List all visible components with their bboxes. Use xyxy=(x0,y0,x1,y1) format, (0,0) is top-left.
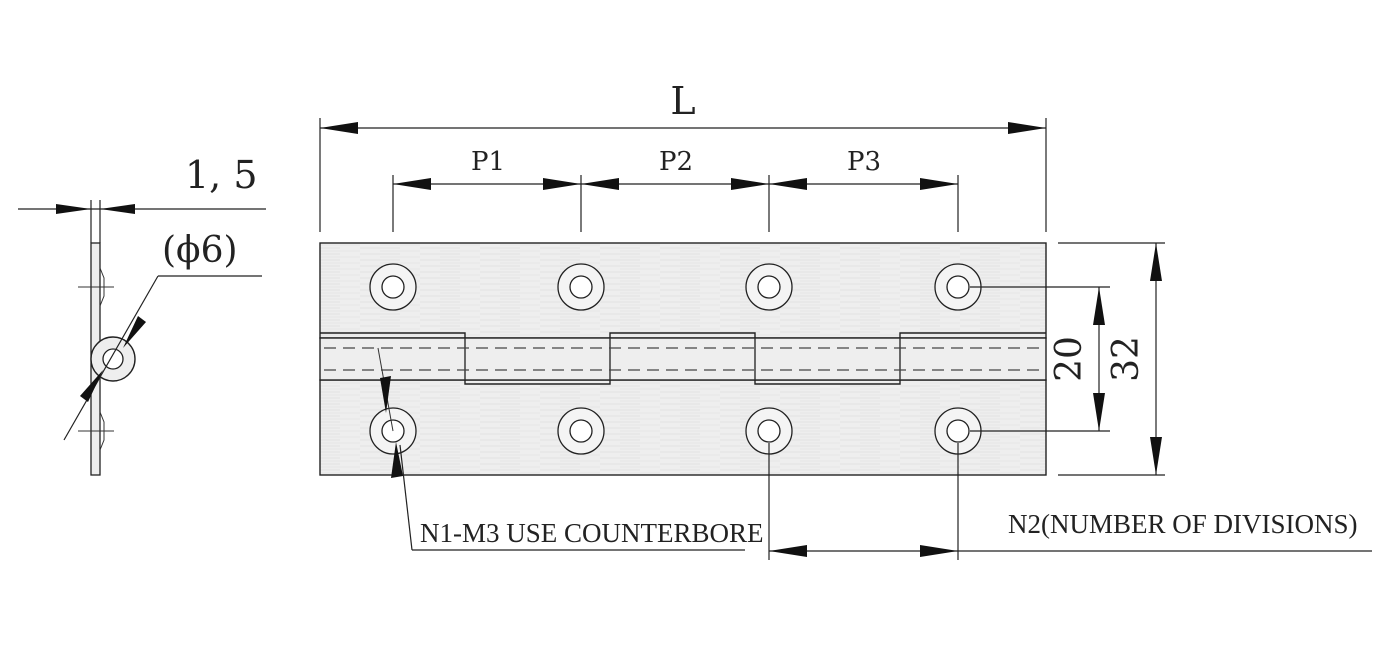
divisions-dimension: N2(NUMBER OF DIVISIONS) xyxy=(768,443,1372,560)
p1-arrow-left xyxy=(393,178,431,190)
pin-note-arrow xyxy=(380,376,391,413)
diameter-arrow-upper xyxy=(123,316,146,348)
p2-arrow-left xyxy=(581,178,619,190)
p2-arrow-right xyxy=(731,178,769,190)
pin-diameter-label: (ϕ6) xyxy=(162,230,238,271)
pitch-2-label: P2 xyxy=(659,147,693,177)
p3-arrow-left xyxy=(769,178,807,190)
length-label: L xyxy=(670,79,695,123)
divisions-arrow-left xyxy=(769,545,807,557)
pitch-3-label: P3 xyxy=(847,147,881,177)
front-view xyxy=(319,242,1047,476)
length-arrow-left xyxy=(320,122,358,134)
p1-arrow-right xyxy=(543,178,581,190)
divisions-arrow-right xyxy=(920,545,958,557)
hole-note-arrow xyxy=(391,442,403,478)
leaf-width-arrow-bottom xyxy=(1093,393,1105,431)
hole-note-label: N1-M3 USE COUNTERBORE xyxy=(420,518,764,548)
upper-hole-1 xyxy=(369,263,417,311)
pitch-1-label: P1 xyxy=(471,147,505,177)
total-width-label: 32 xyxy=(1106,336,1147,382)
divisions-note-label: N2(NUMBER OF DIVISIONS) xyxy=(1008,509,1358,539)
upper-hole-3 xyxy=(745,263,793,311)
side-view xyxy=(78,242,136,476)
total-width-arrow-top xyxy=(1150,243,1162,281)
leaf-width-label: 20 xyxy=(1049,336,1090,382)
knuckle-band xyxy=(319,337,1047,381)
length-dimension: L xyxy=(319,79,1047,232)
lower-leaf xyxy=(319,379,1047,476)
upper-hole-2 xyxy=(557,263,605,311)
pitch-dimensions: P1 P2 P3 xyxy=(392,147,959,232)
thickness-dimension: 1, 5 xyxy=(18,153,266,243)
upper-hole-4 xyxy=(934,263,982,311)
thickness-label: 1, 5 xyxy=(185,153,258,197)
lower-hole-2 xyxy=(557,407,605,455)
p3-arrow-right xyxy=(920,178,958,190)
thickness-arrow-right xyxy=(100,204,135,214)
lower-hole-3 xyxy=(745,407,793,455)
diameter-arrow-lower xyxy=(80,370,103,402)
length-arrow-right xyxy=(1008,122,1046,134)
total-width-arrow-bottom xyxy=(1150,437,1162,475)
thickness-arrow-left xyxy=(56,204,91,214)
width-dimensions: 32 20 xyxy=(970,242,1165,476)
leaf-width-arrow-top xyxy=(1093,287,1105,325)
upper-leaf xyxy=(319,242,1047,339)
hole-note-callout: N1-M3 USE COUNTERBORE xyxy=(377,347,764,551)
pin-diameter-callout: (ϕ6) xyxy=(63,230,262,441)
